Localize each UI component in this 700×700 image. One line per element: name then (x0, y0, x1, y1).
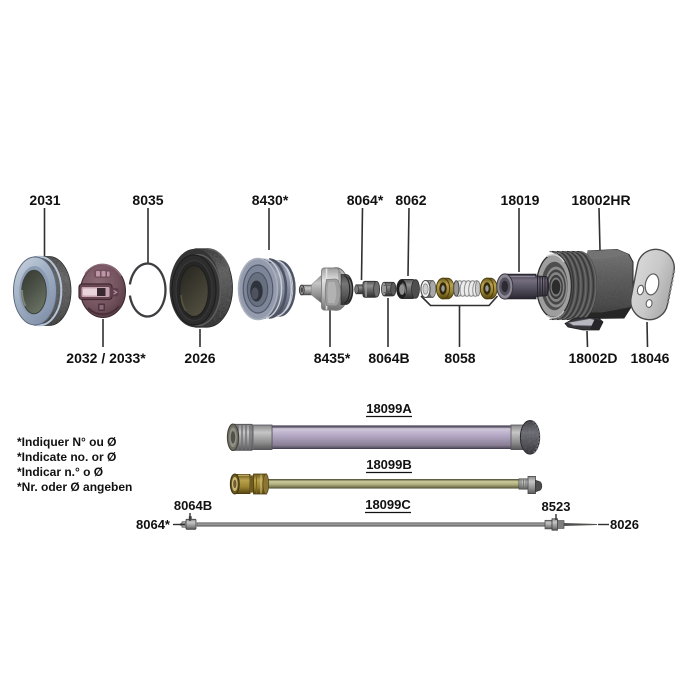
svg-text:8064B: 8064B (368, 350, 409, 366)
svg-text:18046: 18046 (631, 350, 670, 366)
svg-text:8062: 8062 (395, 192, 426, 208)
svg-text:18099B: 18099B (366, 457, 412, 472)
svg-text:8435*: 8435* (314, 350, 351, 366)
svg-text:8523: 8523 (542, 499, 571, 514)
svg-text:18002D: 18002D (568, 350, 617, 366)
svg-text:18002HR: 18002HR (571, 192, 630, 208)
svg-text:*Indicate no. or Ø: *Indicate no. or Ø (17, 450, 116, 464)
svg-text:18099C: 18099C (365, 497, 411, 512)
svg-text:*Indicar n.° o Ø: *Indicar n.° o Ø (17, 465, 103, 479)
svg-text:8058: 8058 (444, 350, 475, 366)
svg-text:18019: 18019 (501, 192, 540, 208)
svg-text:8064*: 8064* (136, 517, 171, 532)
svg-text:8026: 8026 (610, 517, 639, 532)
svg-text:2026: 2026 (184, 350, 215, 366)
svg-text:18099A: 18099A (366, 401, 412, 416)
svg-text:8035: 8035 (132, 192, 163, 208)
svg-text:8064*: 8064* (347, 192, 384, 208)
svg-text:*Nr. oder Ø angeben: *Nr. oder Ø angeben (17, 480, 132, 494)
svg-text:*Indiquer N° ou Ø: *Indiquer N° ou Ø (17, 435, 116, 449)
svg-text:8430*: 8430* (252, 192, 289, 208)
svg-text:8064B: 8064B (174, 498, 212, 513)
svg-text:2032 / 2033*: 2032 / 2033* (66, 350, 146, 366)
svg-text:2031: 2031 (29, 192, 60, 208)
